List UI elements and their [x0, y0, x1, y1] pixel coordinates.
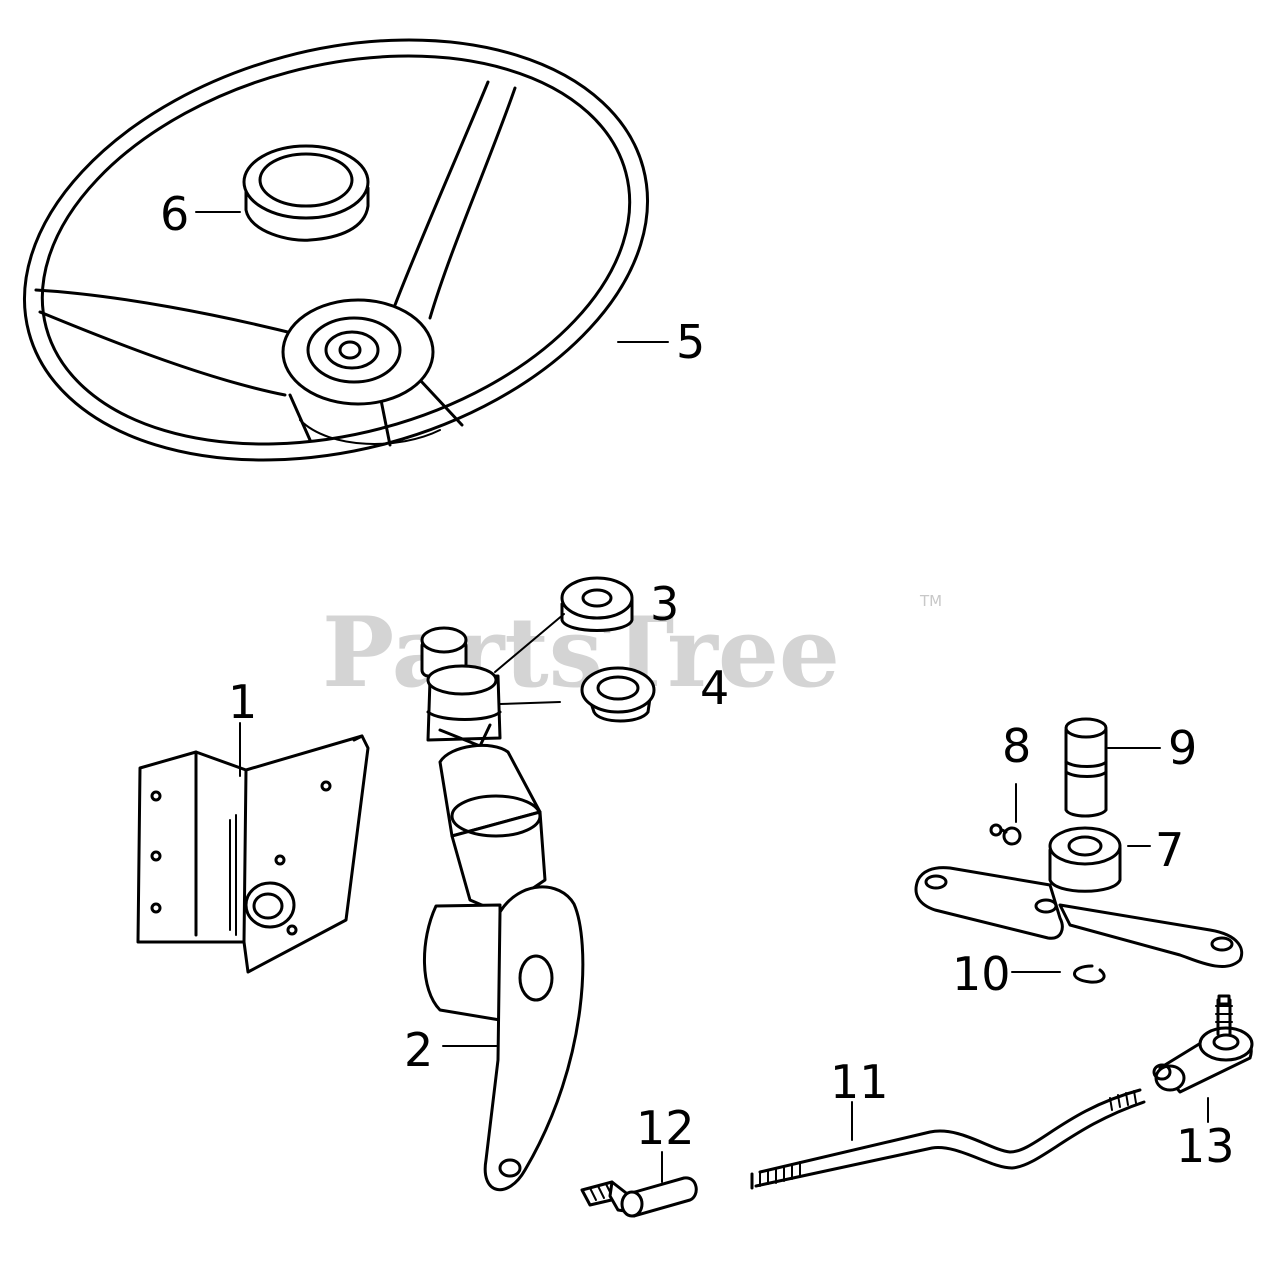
callout-1: 1	[228, 675, 257, 729]
callout-8: 8	[1002, 719, 1031, 773]
steering-arm-icon[interactable]	[914, 826, 1244, 968]
callout-11: 11	[830, 1055, 889, 1109]
watermark-trademark: TM	[919, 592, 942, 610]
bolt-and-spacer-icon[interactable]	[580, 1176, 698, 1218]
pin-icon[interactable]	[1064, 717, 1108, 818]
wheel-cap-icon[interactable]	[242, 144, 370, 242]
callout-13: 13	[1176, 1119, 1235, 1173]
bushing-icon[interactable]	[560, 576, 634, 632]
callout-3: 3	[650, 577, 679, 631]
drag-link-rod-icon[interactable]	[750, 1088, 1146, 1190]
steering-wheel-icon[interactable]	[0, 0, 695, 525]
ball-joint-icon[interactable]	[1152, 994, 1254, 1094]
mounting-bracket-icon[interactable]	[136, 734, 370, 974]
callout-10: 10	[952, 947, 1011, 1001]
flanged-bushing-icon[interactable]	[580, 666, 656, 723]
steering-shaft-icon[interactable]	[420, 626, 585, 1192]
callout-12: 12	[636, 1101, 695, 1155]
callout-7: 7	[1155, 823, 1184, 877]
callout-5: 5	[676, 315, 705, 369]
grease-fitting-icon[interactable]	[989, 823, 1022, 846]
callout-6: 6	[160, 187, 189, 241]
callout-4: 4	[700, 661, 729, 715]
callout-9: 9	[1168, 721, 1197, 775]
leader-lines	[195, 211, 1209, 1183]
retaining-ring-icon[interactable]	[1073, 964, 1106, 984]
callout-2: 2	[404, 1023, 433, 1077]
